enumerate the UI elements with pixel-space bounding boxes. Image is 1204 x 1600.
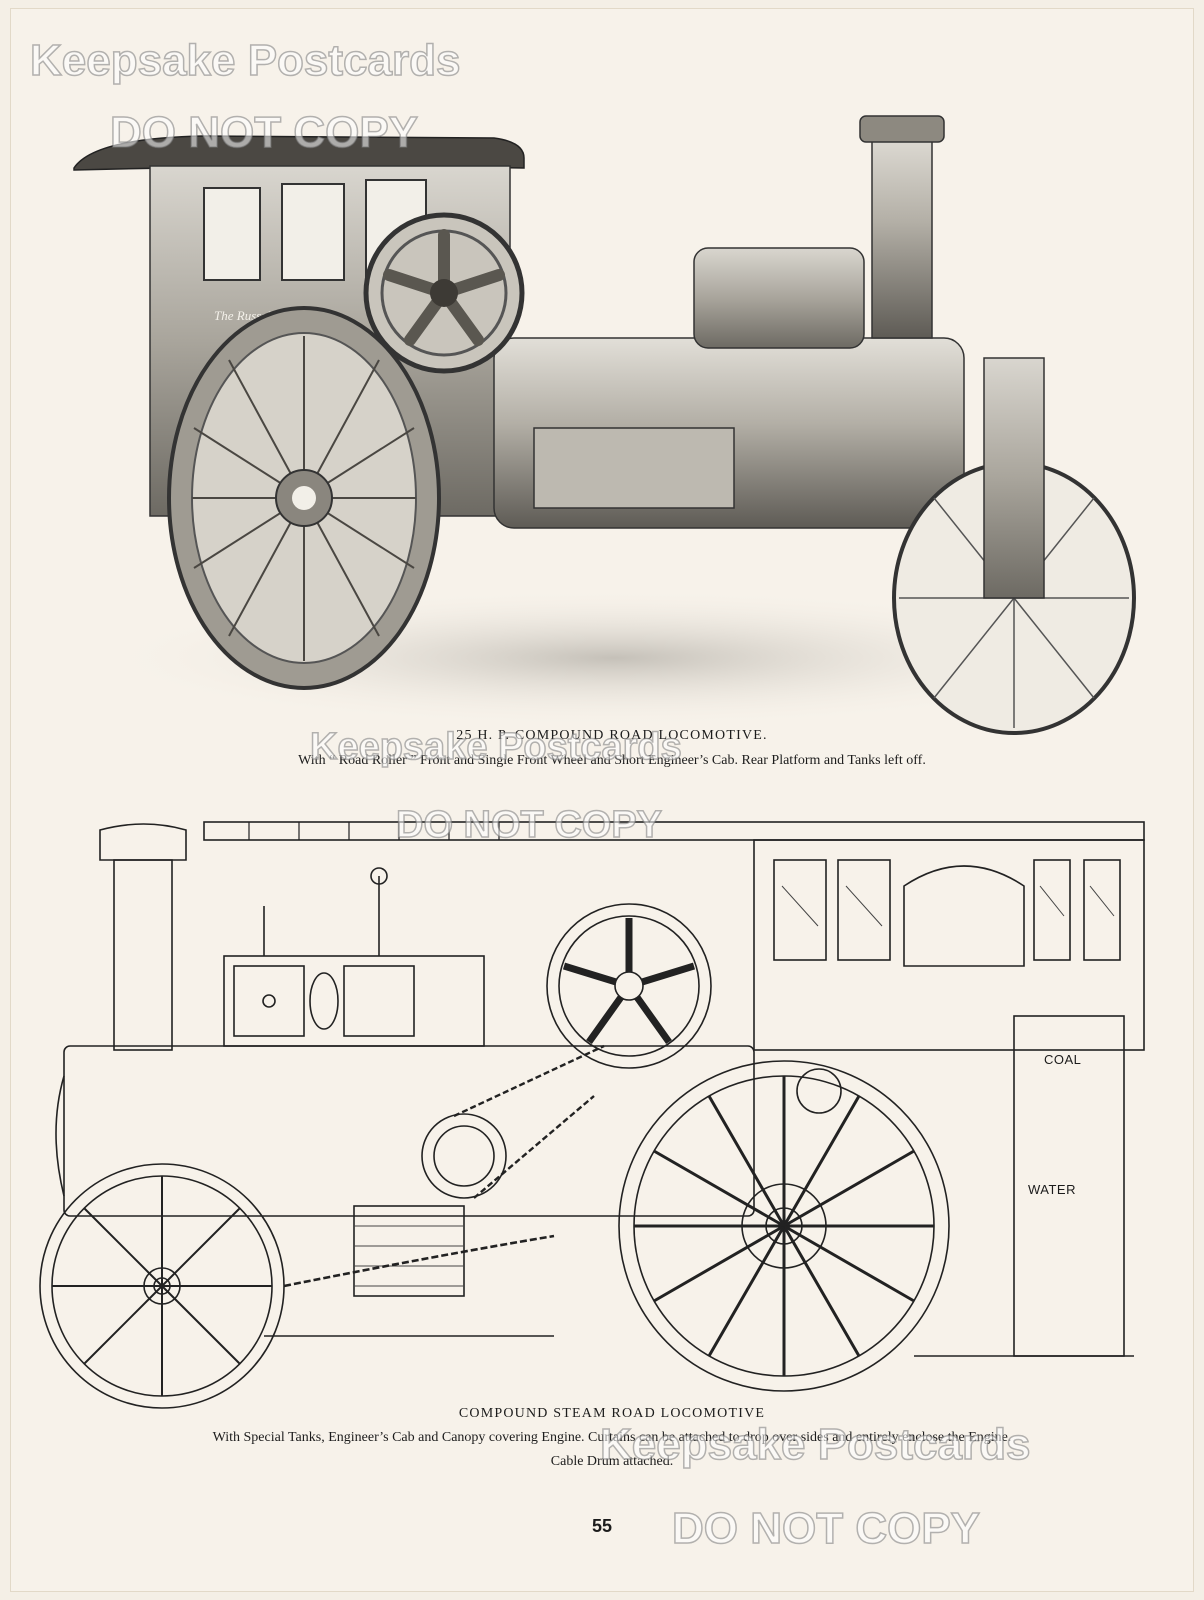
tank-label-water: WATER: [1028, 1182, 1076, 1197]
bottom-figure-caption-title: COMPOUND STEAM ROAD LOCOMOTIVE: [458, 1406, 766, 1421]
side-elevation-drawing: COAL WATER: [39, 821, 1145, 1409]
bottom-figure-caption-line2: Cable Drum attached.: [550, 1454, 674, 1469]
steam-road-locomotive-drawing: COAL WATER: [34, 816, 1178, 1436]
road-locomotive-photo: The Russell: [54, 98, 1154, 738]
page-number: 55: [591, 1516, 613, 1536]
drawing-rear-drive-wheel: [618, 1060, 950, 1392]
bottom-figure-caption-line1: With Special Tanks, Engineer’s Cab and C…: [212, 1430, 1012, 1445]
flywheel: [363, 212, 525, 374]
rear-drive-wheel: [167, 306, 441, 690]
top-figure-caption-title: 25 H. P. COMPOUND ROAD LOCOMOTIVE.: [456, 728, 768, 743]
road-locomotive-illustration: The Russell: [73, 115, 1136, 735]
catalog-page: The Russell: [10, 8, 1194, 1592]
tank-label-coal: COAL: [1044, 1052, 1081, 1067]
top-figure-caption-text: With “ Road Roller ” Front and Single Fr…: [298, 753, 926, 768]
drawing-flywheel: [546, 903, 712, 1069]
front-roller-wheel: [892, 357, 1136, 735]
drawing-front-wheel: [39, 1163, 285, 1409]
